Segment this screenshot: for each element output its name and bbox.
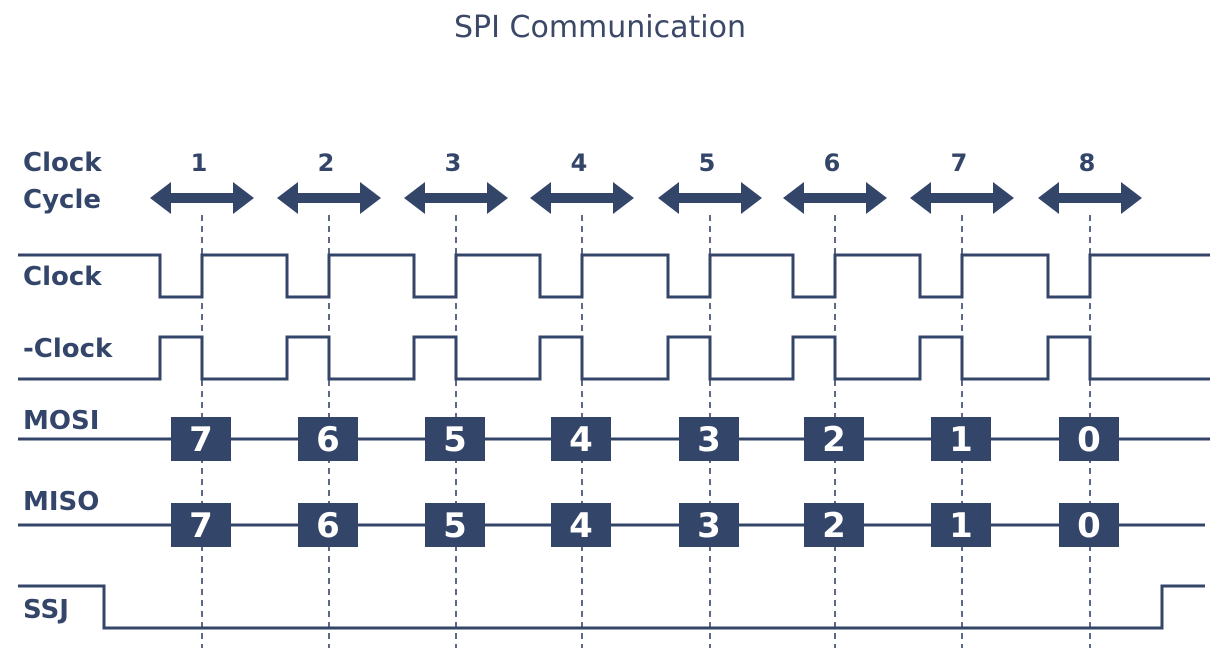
mosi-bit-box <box>804 417 864 461</box>
miso-bit-box <box>425 503 485 547</box>
double-arrow-icon <box>277 182 381 214</box>
clock-cycle-label-line2: Cycle <box>23 185 101 215</box>
clock-cycle-number: 6 <box>824 149 841 177</box>
neg-clock-label: -Clock <box>23 334 113 364</box>
mosi-bit-value: 1 <box>949 420 973 460</box>
mosi-bit-value: 2 <box>822 420 846 460</box>
double-arrow-icon <box>658 182 762 214</box>
miso-bit-box <box>298 503 358 547</box>
mosi-bit-box <box>298 417 358 461</box>
clock-cycle-number: 7 <box>951 149 968 177</box>
miso-bit-box <box>931 503 991 547</box>
double-arrow-icon <box>910 182 1014 214</box>
ssj-waveform <box>18 584 1205 630</box>
miso-bit-box <box>551 503 611 547</box>
clock-cycle-number: 2 <box>318 149 335 177</box>
double-arrow-icon <box>404 182 508 214</box>
mosi-bit-value: 4 <box>569 420 593 460</box>
miso-bit-value: 4 <box>569 506 593 546</box>
mosi-bit-box <box>931 417 991 461</box>
miso-bit-value: 3 <box>697 506 721 546</box>
miso-bit-box <box>171 503 231 547</box>
miso-bit-value: 2 <box>822 506 846 546</box>
mosi-bit-box <box>425 417 485 461</box>
mosi-bit-box <box>551 417 611 461</box>
miso-bit-box <box>804 503 864 547</box>
double-arrow-icon <box>150 182 254 214</box>
miso-bit-value: 7 <box>189 506 213 546</box>
mosi-bit-box <box>171 417 231 461</box>
mosi-bit-value: 3 <box>697 420 721 460</box>
mosi-label: MOSI <box>23 406 99 436</box>
double-arrow-icon <box>530 182 634 214</box>
mosi-bit-box <box>679 417 739 461</box>
neg-clock-waveform <box>18 335 1210 381</box>
miso-bit-value: 0 <box>1077 506 1101 546</box>
double-arrow-icon <box>1038 182 1142 214</box>
clock-cycle-number: 5 <box>699 149 716 177</box>
clock-cycle-number: 1 <box>191 149 208 177</box>
clock-cycle-number: 8 <box>1079 149 1096 177</box>
mosi-bit-value: 5 <box>443 420 467 460</box>
mosi-bit-value: 6 <box>316 420 340 460</box>
clock-cycle-number: 3 <box>445 149 462 177</box>
miso-bit-box <box>1059 503 1119 547</box>
clock-cycle-number: 4 <box>571 149 588 177</box>
clock-label: Clock <box>23 262 102 292</box>
clock-waveform <box>18 253 1210 299</box>
mosi-bit-value: 0 <box>1077 420 1101 460</box>
miso-bit-value: 1 <box>949 506 973 546</box>
clock-cycle-label-line1: Clock <box>23 148 102 178</box>
ssj-label: SSJ <box>23 595 69 625</box>
miso-label: MISO <box>23 487 99 517</box>
diagram-title: SPI Communication <box>454 10 746 45</box>
miso-bit-value: 6 <box>316 506 340 546</box>
double-arrow-icon <box>783 182 887 214</box>
miso-bit-box <box>679 503 739 547</box>
mosi-bit-box <box>1059 417 1119 461</box>
mosi-bit-value: 7 <box>189 420 213 460</box>
miso-bit-value: 5 <box>443 506 467 546</box>
